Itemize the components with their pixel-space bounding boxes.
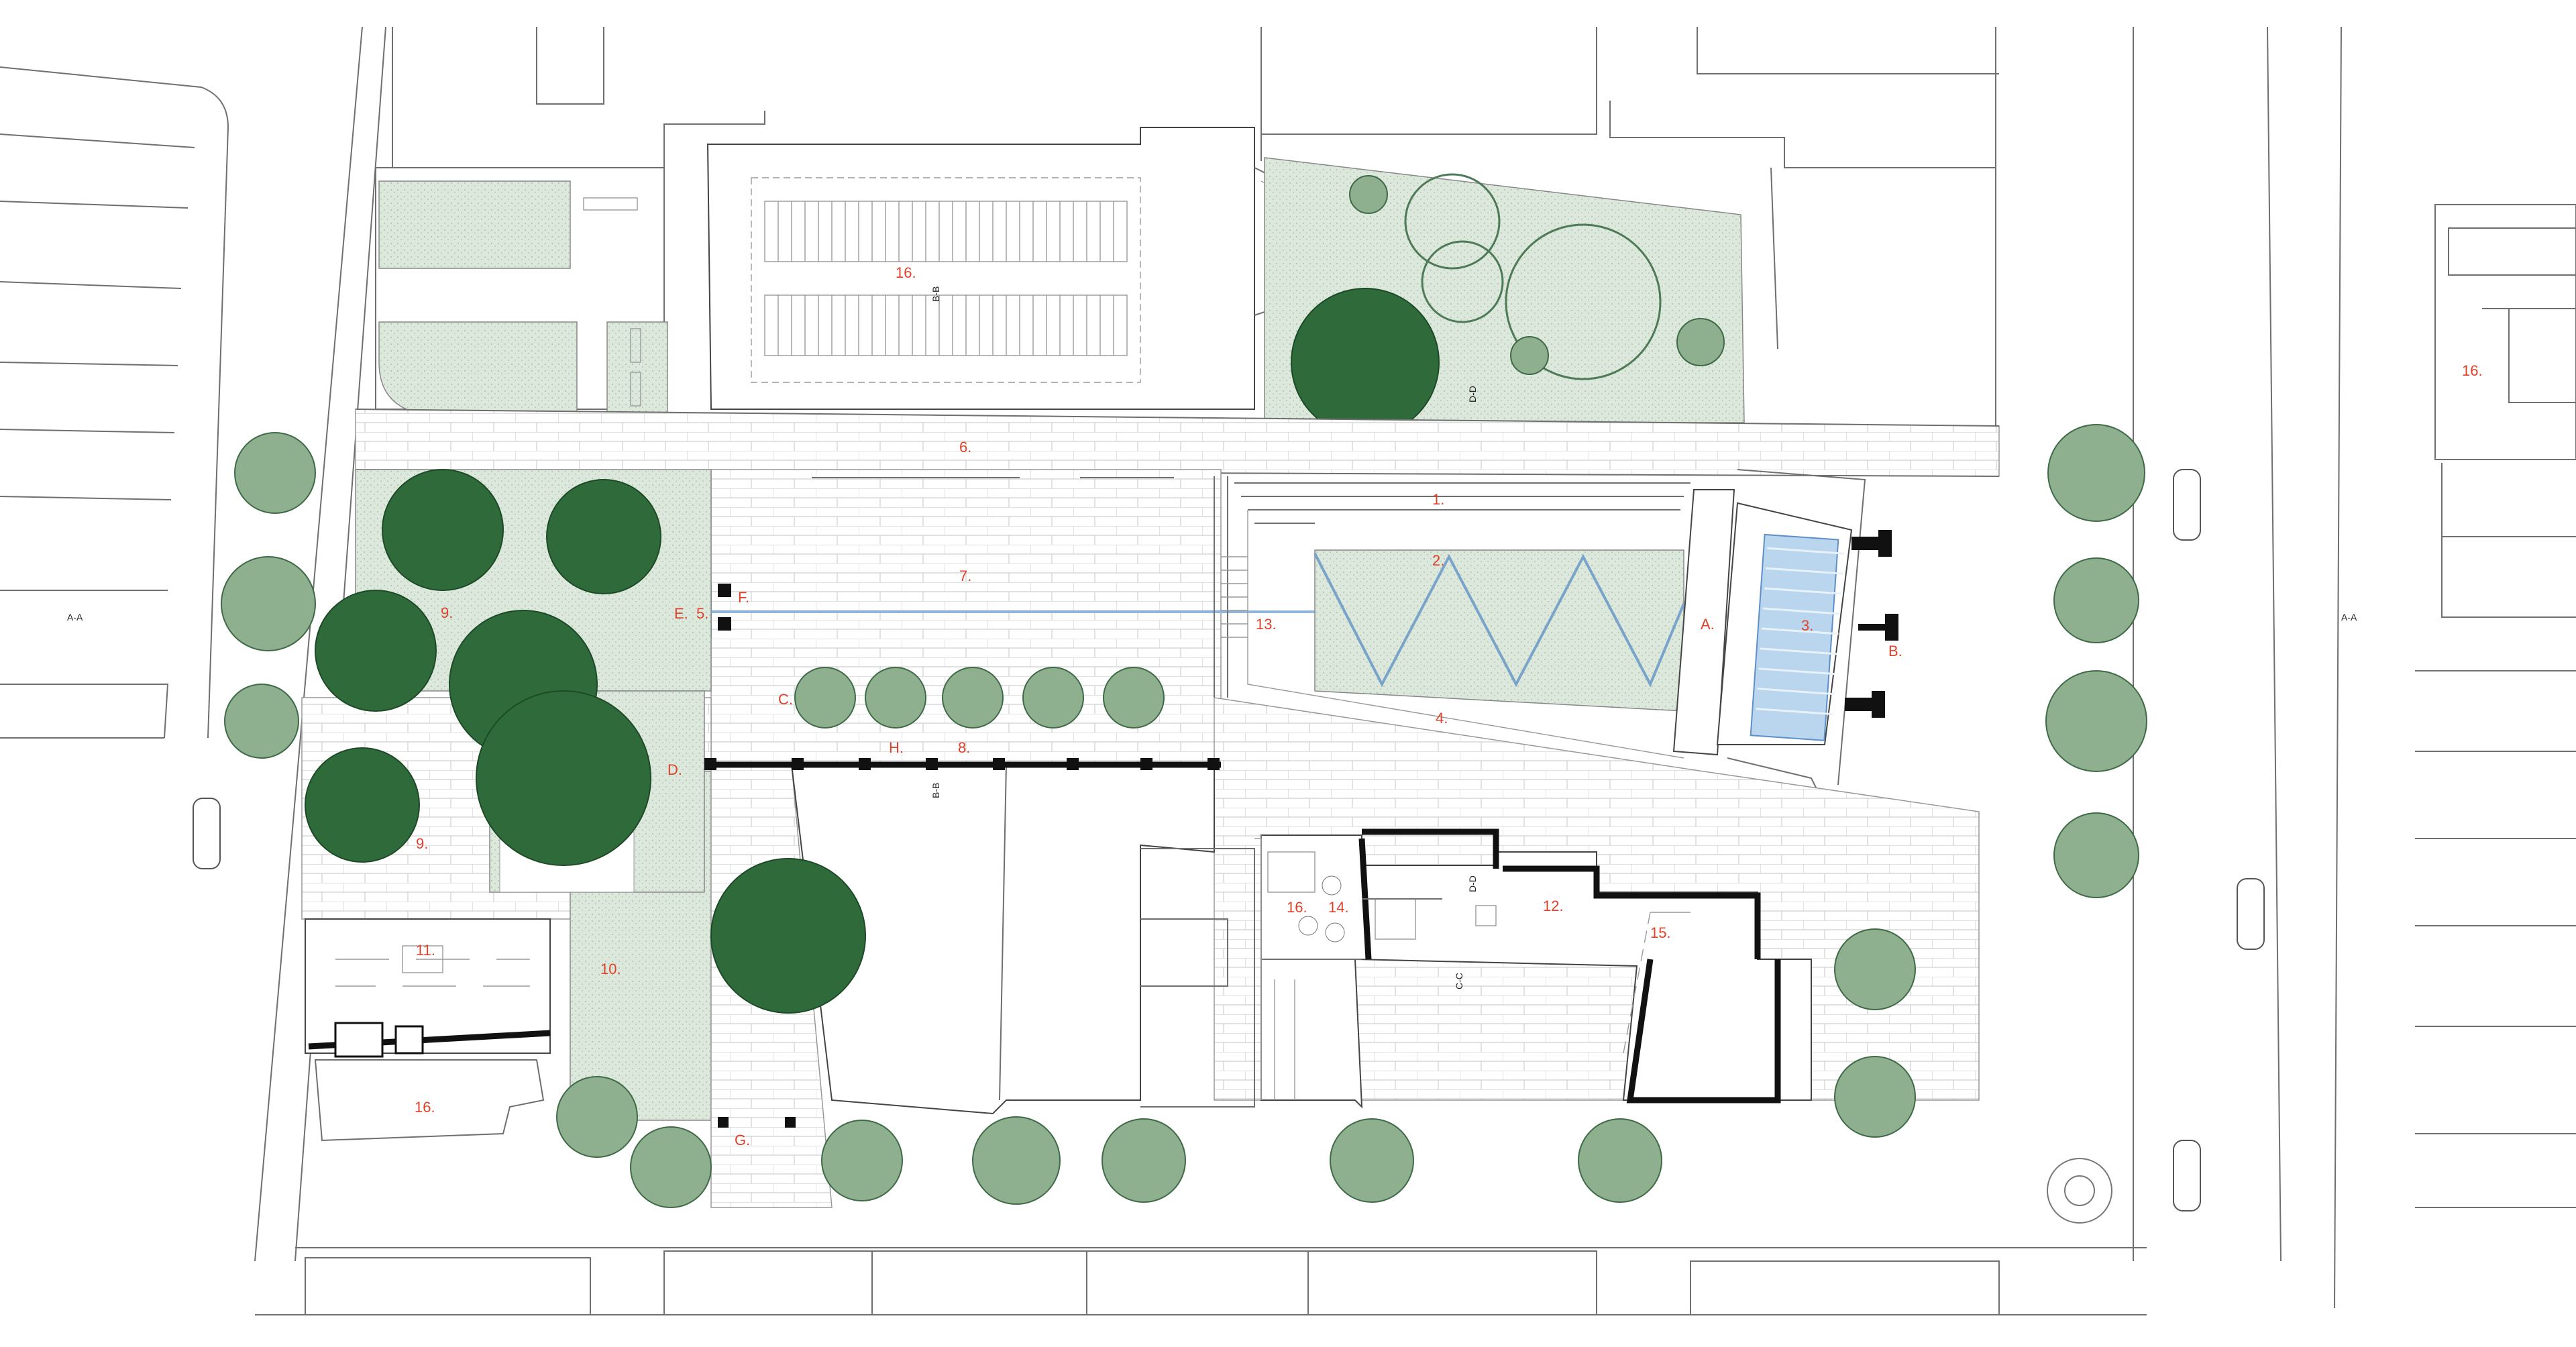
plan-labels: 1. 2. 3. 4. 5. 6. 7. 8. 9. 9. 10. 11. 12… [415, 264, 2483, 1148]
label-B: B. [1888, 643, 1902, 659]
tree [1330, 1118, 1414, 1203]
neighbouring-blocks-left [0, 66, 229, 739]
tree [1022, 667, 1084, 729]
label-H: H. [889, 739, 904, 756]
tree [476, 690, 651, 866]
tree [556, 1076, 638, 1158]
label-A: A. [1701, 616, 1715, 633]
label-G: G. [735, 1132, 750, 1148]
roundabout-motif [2047, 1158, 2112, 1224]
label-4: 4. [1436, 710, 1448, 726]
tree [382, 469, 504, 591]
label-6: 6. [959, 439, 971, 455]
label-16-church: 16. [896, 264, 916, 281]
library-building [305, 918, 551, 1142]
mid-building [1140, 848, 1255, 1108]
garden-shrub [1510, 336, 1549, 375]
label-11: 11. [416, 942, 435, 959]
label-D: D. [667, 761, 682, 778]
street-outlines [254, 26, 2342, 1315]
label-12: 12. [1543, 898, 1564, 914]
garden-shrub [1349, 175, 1388, 214]
church-building [706, 127, 1318, 410]
section-marks: A-A A-A B-B B-B C-C D-D D-D [67, 286, 2357, 989]
tree [2053, 557, 2139, 643]
label-16-lower: 16. [415, 1099, 435, 1116]
label-9-north: 9. [441, 604, 453, 621]
tree [546, 479, 661, 594]
garden-shrub [1676, 318, 1725, 366]
tree [2047, 424, 2145, 522]
tree [2045, 670, 2147, 772]
street-trees-east [1834, 424, 2147, 1138]
tree [1834, 928, 1916, 1010]
tree [865, 667, 926, 729]
tree [221, 556, 316, 651]
neighbouring-blocks-top [392, 27, 1999, 429]
tree [1834, 1056, 1916, 1138]
tree [2053, 812, 2139, 898]
label-3: 3. [1801, 617, 1813, 634]
street-trees-west [221, 432, 316, 759]
hall-columns [704, 584, 1220, 1128]
label-5: 5. [696, 605, 708, 622]
church-pews [764, 201, 1128, 356]
chapel-pavilion [1672, 469, 1898, 792]
garden-tree [1505, 223, 1662, 380]
label-2: 2. [1432, 552, 1444, 569]
section-cc: C-C [1454, 973, 1464, 989]
tree [972, 1116, 1061, 1205]
label-10: 10. [600, 961, 621, 977]
label-15: 15. [1650, 924, 1671, 941]
neighbouring-blocks-right [2415, 204, 2576, 1208]
label-14: 14. [1328, 899, 1349, 916]
tree [305, 747, 420, 863]
section-bb-top: B-B [930, 286, 941, 302]
label-E: E. [674, 605, 688, 622]
label-13: 13. [1256, 616, 1277, 633]
tree [794, 667, 856, 729]
tree [1103, 667, 1165, 729]
church-forecourt [375, 167, 668, 413]
label-C: C. [778, 691, 793, 708]
promenade [355, 409, 2000, 477]
tree [1102, 1118, 1186, 1203]
tree [710, 858, 866, 1014]
section-dd-top: D-D [1467, 386, 1478, 402]
label-F: F. [738, 589, 749, 606]
section-aa-right: A-A [2341, 612, 2357, 623]
label-1: 1. [1432, 491, 1444, 508]
label-16-cafe: 16. [1287, 899, 1307, 916]
tree [234, 432, 316, 514]
existing-hall [704, 584, 1221, 1128]
garden-tree-large [1291, 288, 1440, 437]
street-trees-south [556, 1076, 1662, 1208]
cars [193, 469, 2265, 1211]
garden-tree [1421, 240, 1504, 323]
tree [224, 684, 299, 759]
square-tree-row [794, 667, 1165, 729]
section-aa-left: A-A [67, 612, 83, 623]
label-16-right: 16. [2462, 362, 2483, 379]
sunken-garden [1214, 476, 1690, 759]
label-8: 8. [958, 739, 970, 756]
west-green-trees [305, 469, 866, 1014]
neighbouring-blocks-bottom [305, 1250, 2000, 1315]
tree [821, 1120, 903, 1201]
garden-tree [1404, 173, 1501, 270]
tree [315, 590, 437, 712]
section-bb-mid: B-B [930, 783, 941, 798]
cafe-wing [1254, 838, 1345, 1100]
tree [1578, 1118, 1662, 1203]
tree [630, 1126, 712, 1208]
label-7: 7. [959, 568, 971, 584]
parish-garden [1264, 157, 1745, 437]
section-dd-mid: D-D [1467, 875, 1478, 892]
tree [942, 667, 1004, 729]
label-9-south: 9. [416, 835, 428, 852]
